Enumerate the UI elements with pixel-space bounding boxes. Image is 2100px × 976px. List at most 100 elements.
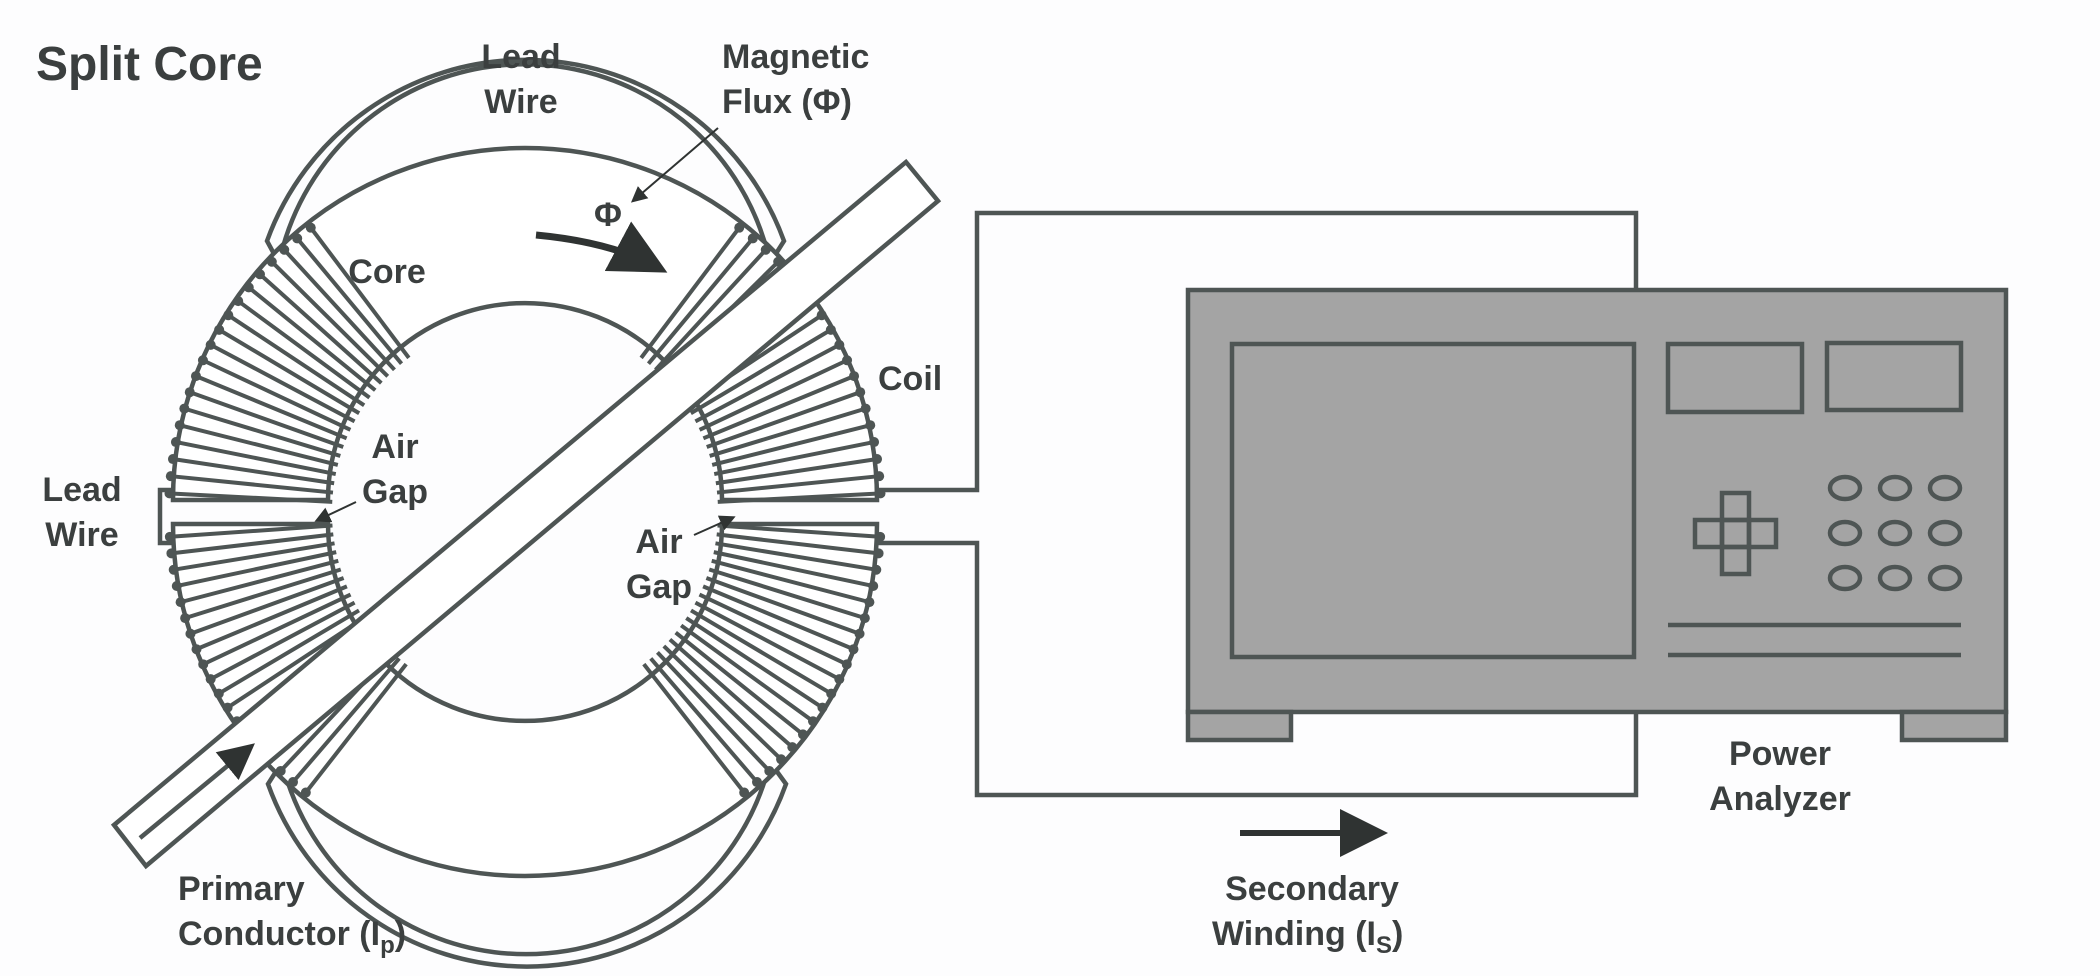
- coil-turn-end: [859, 613, 870, 624]
- air-gap-right-label-2: Gap: [626, 568, 692, 606]
- primary-current-arrow: [138, 743, 255, 840]
- coil-turn: [213, 344, 356, 424]
- coil-turn: [177, 541, 335, 572]
- coil-turn: [698, 360, 845, 432]
- coil-turn-end: [214, 324, 225, 335]
- coil-turn-end: [191, 644, 202, 655]
- coil-turn-end: [223, 310, 234, 321]
- coil-turn: [711, 558, 867, 604]
- coil-turn-end: [190, 371, 201, 382]
- coil-turn-end: [808, 716, 819, 727]
- coil-turn: [674, 631, 802, 734]
- coil-turn-end: [197, 355, 208, 366]
- coil-turn: [713, 550, 870, 588]
- magnetic-flux-label-1: Magnetic: [722, 38, 869, 76]
- coil-turn: [715, 457, 874, 486]
- analyzer-screen: [1229, 341, 1637, 660]
- coil-turn: [285, 251, 396, 372]
- coil-turn-end: [826, 688, 837, 699]
- coil-turn: [679, 623, 811, 721]
- coil-turn: [649, 657, 756, 781]
- coil-turn: [654, 251, 765, 372]
- coil-turn: [273, 263, 390, 378]
- coil-upper-left: [164, 222, 411, 504]
- keypad-button: [1877, 564, 1913, 592]
- coil-turn-end: [739, 787, 750, 798]
- analyzer-display-1: [1665, 341, 1805, 415]
- coil-turn: [198, 375, 348, 441]
- coil-turn-end: [875, 531, 886, 542]
- secondary-winding-label-2: Winding (IS): [1212, 915, 1403, 959]
- coil-turn-end: [243, 282, 254, 293]
- coil-turn-end: [275, 765, 286, 776]
- lead-wire-top-label-1: Lead: [481, 38, 560, 76]
- coil-turn: [173, 491, 333, 504]
- coil-turn: [188, 567, 342, 619]
- primary-conductor-label-2: Conductor (Ip): [178, 915, 406, 959]
- coil-turn: [708, 567, 862, 619]
- coil-turn: [311, 229, 411, 360]
- coil-turn-end: [166, 548, 177, 559]
- coil-turn: [646, 240, 752, 365]
- keypad-button: [1827, 519, 1863, 547]
- coil-turn: [205, 592, 352, 665]
- coil-turn: [192, 391, 344, 449]
- secondary-wire-bottom: [877, 540, 1639, 798]
- coil-turn: [187, 407, 341, 458]
- coil-turn: [179, 440, 337, 477]
- secondary-subscript: S: [1376, 932, 1392, 959]
- lead-wire-left-link: [157, 487, 174, 546]
- analyzer-foot-left: [1185, 709, 1294, 743]
- coil-turn-end: [864, 597, 875, 608]
- coil-turn: [685, 616, 821, 708]
- coil-turn-end: [222, 702, 233, 713]
- coil-turn-end: [184, 387, 195, 398]
- coil-turn: [694, 344, 837, 424]
- coil-turn-end: [869, 437, 880, 448]
- coil-turn-end: [168, 564, 179, 575]
- coil-turn-end: [279, 244, 290, 255]
- lead-wire-left-label-2: Wire: [45, 516, 118, 554]
- secondary-winding-label-1: Secondary: [1225, 870, 1399, 908]
- coil-turn: [230, 315, 366, 407]
- coil-turn-end: [751, 777, 762, 788]
- coil-turn-end: [175, 597, 186, 608]
- coil-turn: [183, 558, 339, 604]
- coil-turn: [716, 474, 876, 495]
- air-gap-left-pointer: [314, 501, 357, 523]
- coil-turn-end: [776, 754, 787, 765]
- coil-turn: [250, 288, 377, 392]
- coil-turn-end: [873, 548, 884, 559]
- coil-turn-end: [871, 564, 882, 575]
- power-analyzer-label-2: Analyzer: [1709, 780, 1851, 818]
- analyzer-display-2: [1824, 340, 1964, 413]
- coil-turn-end: [855, 387, 866, 398]
- keypad-button: [1827, 564, 1863, 592]
- flux-arrow: [535, 221, 668, 273]
- coil-turn: [213, 600, 356, 680]
- coil-turn: [702, 584, 851, 650]
- air-gap-left-label-2: Gap: [362, 473, 428, 511]
- coil-turn-end: [816, 310, 827, 321]
- coil-turn: [221, 330, 361, 415]
- primary-conductor-label-1: Primary: [178, 870, 305, 908]
- primary-close-paren: ): [395, 915, 406, 953]
- coil-turn-end: [170, 437, 181, 448]
- coil-turn-end: [288, 777, 299, 788]
- coil-turn-end: [205, 339, 216, 350]
- keypad-button: [1927, 519, 1963, 547]
- coil-turn: [306, 662, 408, 791]
- coil-turn-end: [164, 531, 175, 542]
- coil-turn: [205, 360, 352, 432]
- coil-turn: [240, 301, 371, 400]
- coil-turn-end: [266, 256, 277, 267]
- coil-turn: [662, 644, 780, 758]
- coil-turn: [713, 440, 871, 477]
- air-gap-right-label-1: Air: [635, 523, 682, 561]
- coil-turn-end: [300, 787, 311, 798]
- coil-turn-end: [185, 628, 196, 639]
- coil-turn-end: [865, 420, 876, 431]
- primary-subscript: p: [380, 932, 395, 959]
- analyzer-body: [1185, 287, 2009, 715]
